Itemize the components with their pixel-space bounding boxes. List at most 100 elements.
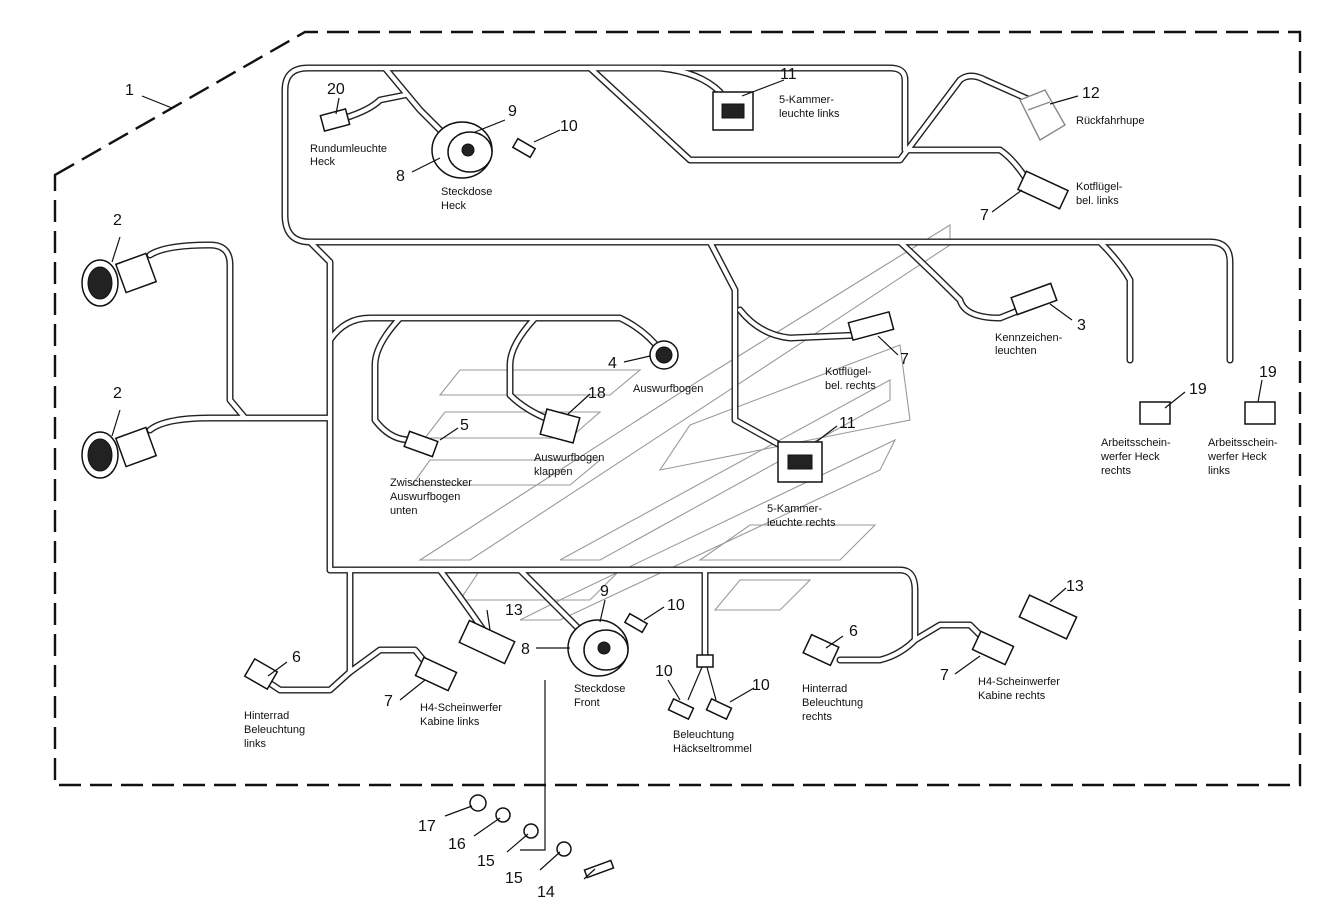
connector-plate-lights	[1010, 282, 1058, 316]
caption-zwischenstecker-3: unten	[390, 505, 418, 517]
caption-arbeitsscheinwerfer-links: Arbeitsschein-	[1208, 437, 1278, 449]
caption-steckdose-heck-2: Heck	[441, 200, 467, 212]
caption-auswurfbogen-klappen: Auswurfbogen	[534, 452, 604, 464]
item-number-9-front: 9	[600, 583, 609, 600]
item-number-17: 17	[418, 818, 436, 835]
connector-h4-left	[414, 619, 516, 692]
item-number-4: 4	[608, 355, 617, 372]
caption-rundumleuchte: Rundumleuchte	[310, 143, 387, 155]
caption-arbeitsscheinwerfer-links-3: links	[1208, 465, 1231, 477]
connector-rotating-beacon	[319, 107, 351, 133]
caption-rueckfahrhupe: Rückfahrhupe	[1076, 115, 1145, 127]
caption-haeckseltrommel: Beleuchtung	[673, 729, 734, 741]
caption-zwischenstecker: Zwischenstecker	[390, 477, 472, 489]
caption-h4-links: H4-Scheinwerfer	[420, 702, 502, 714]
caption-hinterrad-rechts-2: Beleuchtung	[802, 697, 863, 709]
item-number-19-right: 19	[1189, 381, 1207, 398]
item-number-7-h4-left: 7	[384, 693, 393, 710]
item-number-8-rear: 8	[396, 168, 405, 185]
caption-rundumleuchte-2: Heck	[310, 156, 336, 168]
item-number-20: 20	[327, 81, 345, 98]
connector-intermediate	[403, 430, 439, 458]
item-number-2-upper: 2	[113, 212, 122, 229]
connector-rear-wheel-right	[802, 633, 840, 667]
item-number-19-left: 19	[1259, 364, 1277, 381]
caption-kennzeichenleuchten: Kennzeichen-	[995, 332, 1063, 344]
caption-arbeitsscheinwerfer-links-2: werfer Heck	[1207, 451, 1267, 463]
caption-h4-links-2: Kabine links	[420, 716, 480, 728]
caption-arbeitsscheinwerfer-rechts-2: werfer Heck	[1100, 451, 1160, 463]
item-number-10-front: 10	[667, 597, 685, 614]
round-connector-lower	[81, 426, 158, 479]
item-number-13-left: 13	[505, 602, 523, 619]
caption-arbeitsscheinwerfer-rechts: Arbeitsschein-	[1101, 437, 1171, 449]
item-number-7-fender-right: 7	[900, 351, 909, 368]
caption-arbeitsscheinwerfer-rechts-3: rechts	[1101, 465, 1131, 477]
ejection-arc-connector	[649, 340, 679, 370]
caption-steckdose-heck: Steckdose	[441, 186, 492, 198]
item-number-15-lower: 15	[505, 870, 523, 887]
captions: Rundumleuchte Heck Steckdose Heck 5-Kamm…	[244, 94, 1278, 755]
item-number-10-drum-left: 10	[655, 663, 673, 680]
caption-hinterrad-links-3: links	[244, 738, 267, 750]
leader-lines	[111, 79, 1263, 880]
caption-5-kammer-rechts-2: leuchte rechts	[767, 517, 836, 529]
flat-plugs	[511, 137, 733, 721]
item-number-14: 14	[537, 884, 555, 901]
item-number-10-drum-right: 10	[752, 677, 770, 694]
socket-front	[567, 619, 629, 677]
caption-kennzeichenleuchten-2: leuchten	[995, 345, 1037, 357]
item-number-11-right: 11	[839, 415, 856, 432]
item-number-16: 16	[448, 836, 466, 853]
connector-h4-right	[971, 594, 1078, 666]
connector-arc-flap	[539, 408, 581, 444]
connector-fender-left	[1016, 170, 1070, 210]
connector-fender-right	[847, 310, 895, 342]
connector-worklight-right	[1139, 401, 1171, 425]
caption-h4-rechts: H4-Scheinwerfer	[978, 676, 1060, 688]
item-number-6-left: 6	[292, 649, 301, 666]
item-number-2-lower: 2	[113, 385, 122, 402]
caption-kotfluegel-links: Kotflügel-	[1076, 181, 1123, 193]
item-number-13-right: 13	[1066, 578, 1084, 595]
caption-auswurfbogen-klappen-2: klappen	[534, 466, 573, 478]
caption-zwischenstecker-2: Auswurfbogen	[390, 491, 460, 503]
caption-5-kammer-rechts: 5-Kammer-	[767, 503, 822, 515]
item-number-1: 1	[125, 82, 134, 99]
item-number-3: 3	[1077, 317, 1086, 334]
item-number-15-upper: 15	[477, 853, 495, 870]
caption-hinterrad-links-2: Beleuchtung	[244, 724, 305, 736]
caption-steckdose-front: Steckdose	[574, 683, 625, 695]
item-numbers: 1 2 2 3 4 5 6 6 7 7 7 7 8 8 9 9 10 10 10…	[113, 66, 1277, 901]
chamber-light-right	[777, 441, 823, 483]
caption-5-kammer-links-2: leuchte links	[779, 108, 840, 120]
caption-h4-rechts-2: Kabine rechts	[978, 690, 1046, 702]
caption-kotfluegel-links-2: bel. links	[1076, 195, 1119, 207]
caption-hinterrad-rechts: Hinterrad	[802, 683, 847, 695]
caption-steckdose-front-2: Front	[574, 697, 600, 709]
connector-rear-wheel-left	[243, 657, 279, 691]
item-number-18: 18	[588, 385, 606, 402]
socket-rear	[431, 121, 493, 179]
caption-kotfluegel-rechts: Kotflügel-	[825, 366, 872, 378]
item-number-12: 12	[1082, 85, 1100, 102]
caption-haeckseltrommel-2: Häckseltrommel	[673, 743, 752, 755]
watermark-outline	[410, 224, 951, 621]
chamber-light-left	[712, 91, 754, 131]
caption-hinterrad-links: Hinterrad	[244, 710, 289, 722]
item-number-8-front: 8	[521, 641, 530, 658]
item-number-9-rear: 9	[508, 103, 517, 120]
item-number-10-rear: 10	[560, 118, 578, 135]
reverse-horn	[1019, 89, 1066, 141]
harness-wires-inner	[147, 65, 1233, 693]
item-number-6-right: 6	[849, 623, 858, 640]
caption-5-kammer-links: 5-Kammer-	[779, 94, 834, 106]
caption-kotfluegel-rechts-2: bel. rechts	[825, 380, 876, 392]
item-number-7-h4-right: 7	[940, 667, 949, 684]
item-number-5: 5	[460, 417, 469, 434]
caption-auswurfbogen: Auswurfbogen	[633, 383, 703, 395]
mounting-hardware	[469, 680, 615, 879]
round-connector-upper	[81, 252, 158, 307]
item-number-11-left: 11	[780, 66, 797, 83]
